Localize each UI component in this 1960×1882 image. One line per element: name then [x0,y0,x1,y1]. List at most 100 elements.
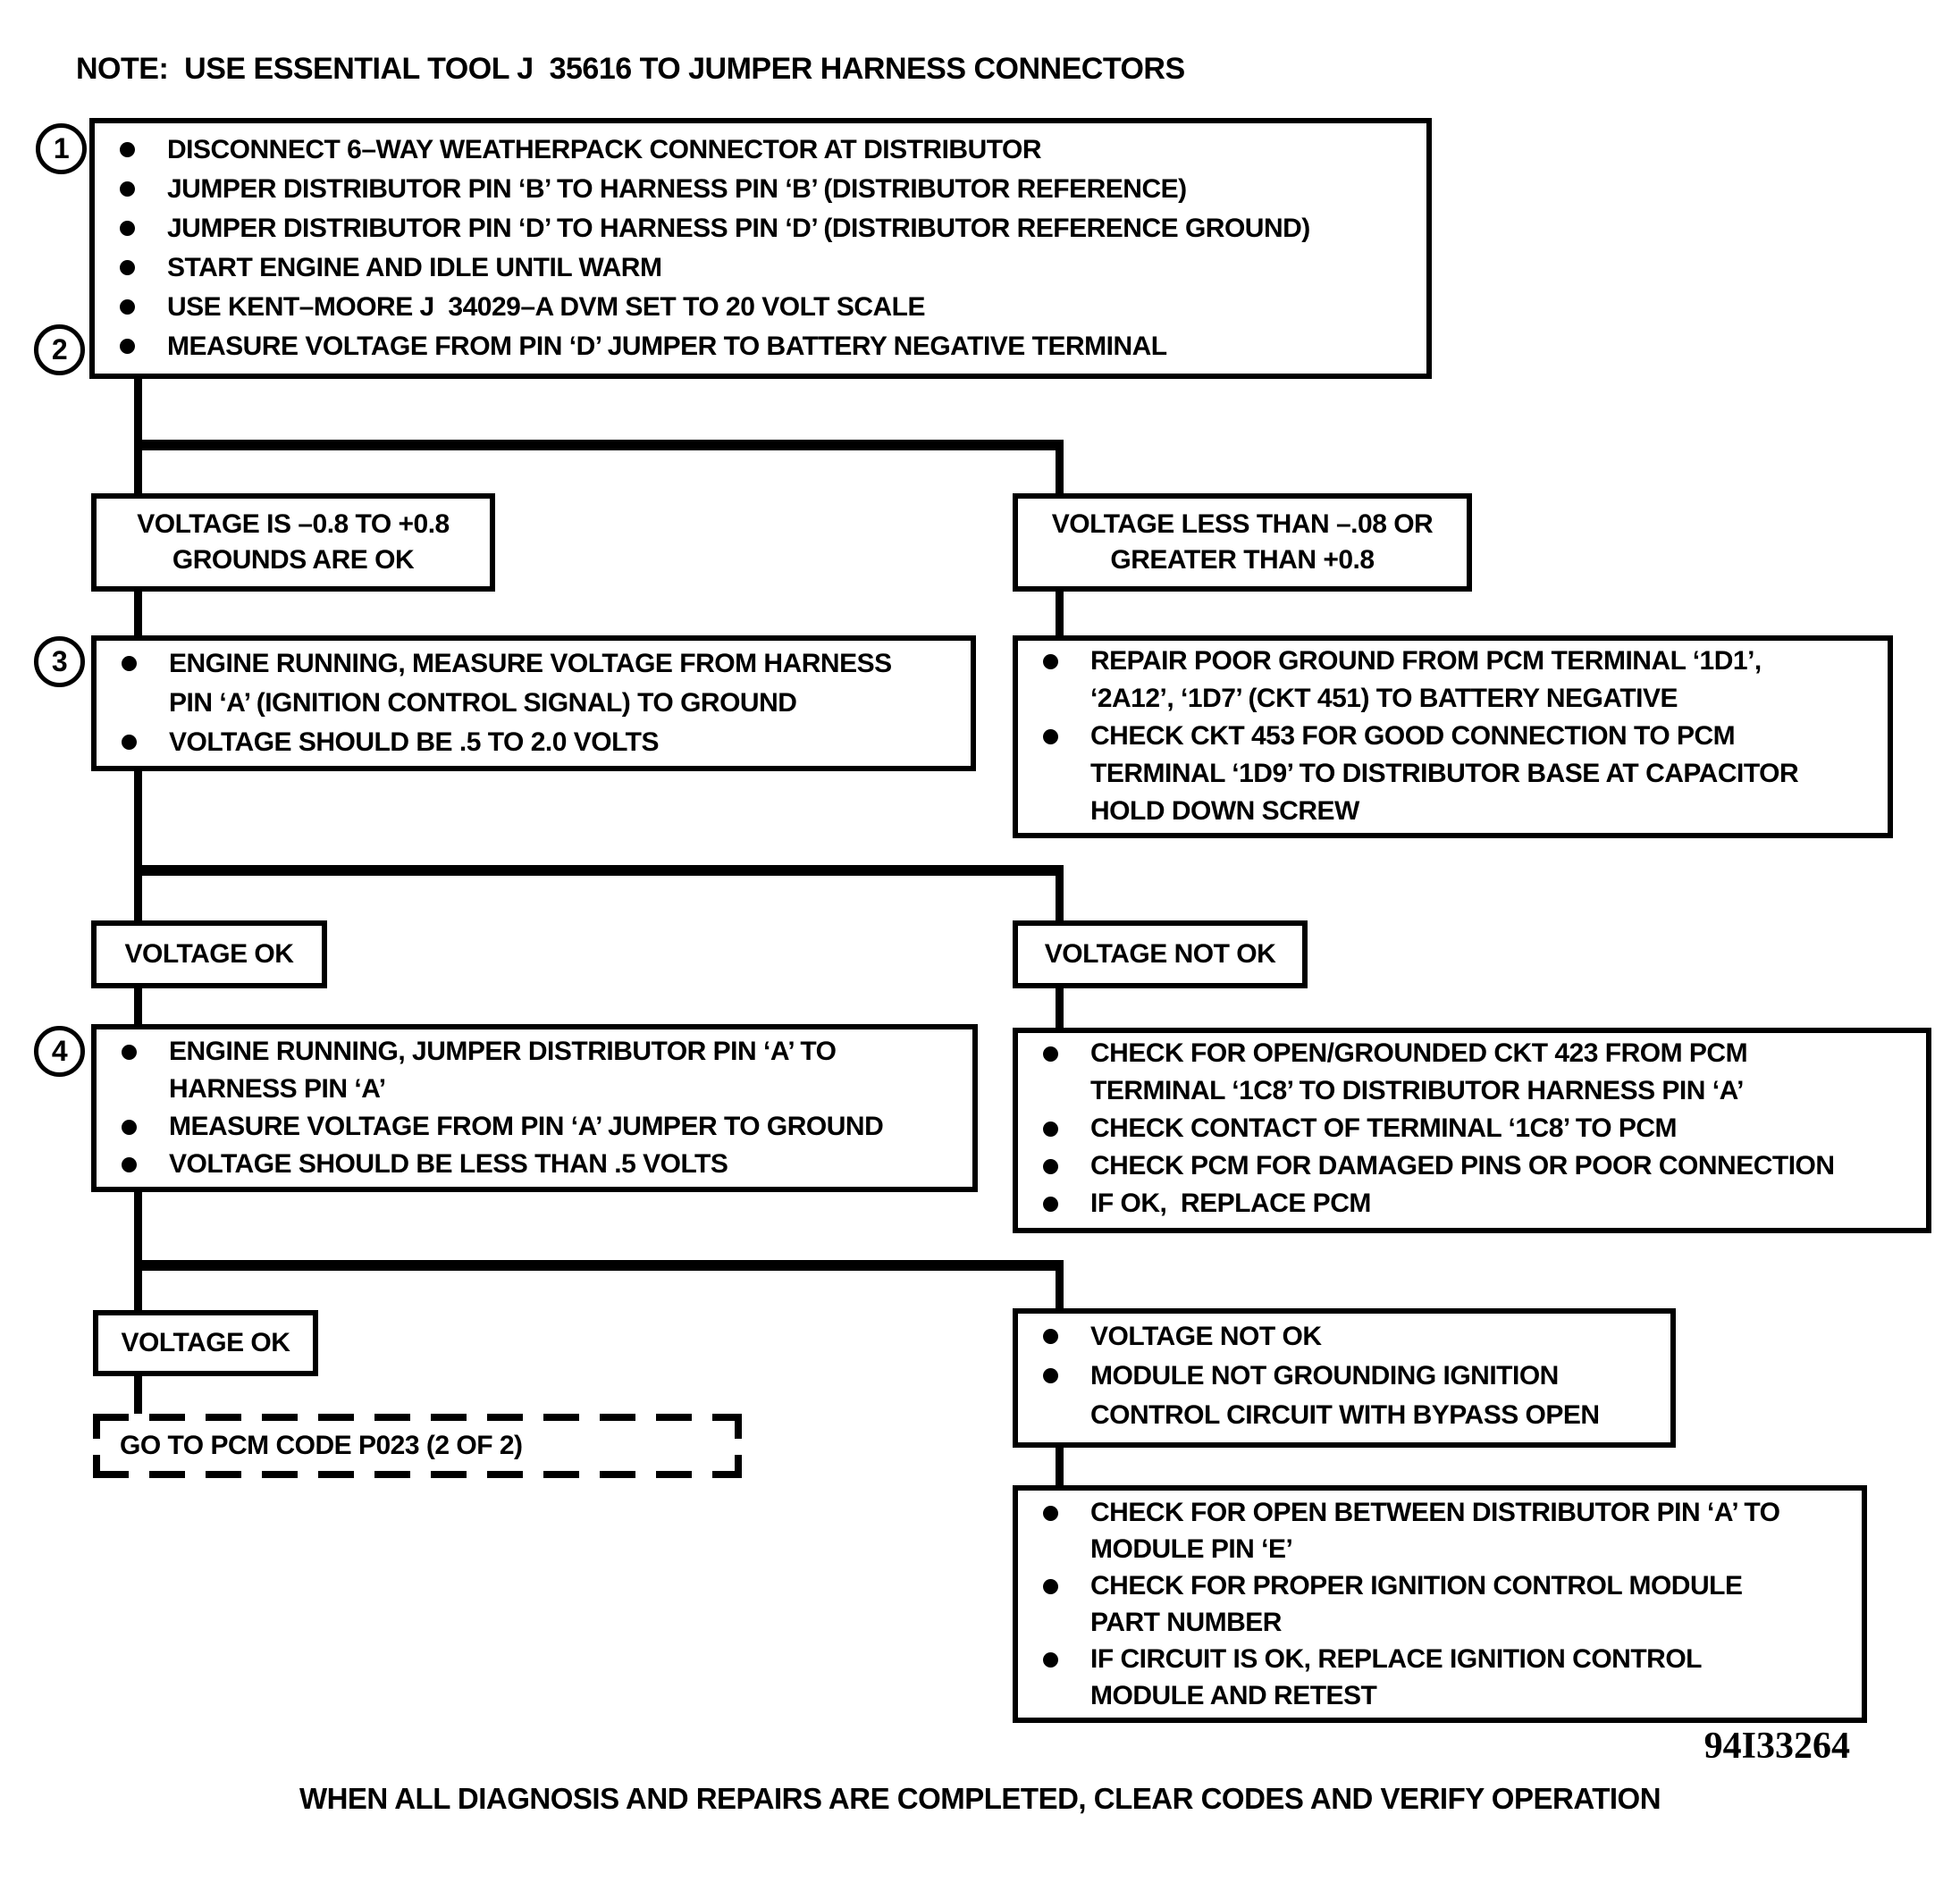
connector-groundsok-to-step3 [134,588,142,639]
bullet-item: USE KENT–MOORE J 34029–A DVM SET TO 20 V… [95,288,1416,327]
bullet-line: TERMINAL ‘1C8’ TO DISTRIBUTOR HARNESS PI… [1090,1076,1744,1105]
bullet-line: START ENGINE AND IDLE UNTIL WARM [167,253,662,282]
bullet-item: CHECK FOR OPEN/GROUNDED CKT 423 FROM PCM… [1018,1035,1915,1110]
step-3-label: 3 [51,645,68,677]
bullet-item: CHECK FOR PROPER IGNITION CONTROL MODULE… [1018,1567,1851,1641]
result-line: GREATER THAN +0.8 [1110,545,1375,575]
bullet-item: ENGINE RUNNING, MEASURE VOLTAGE FROM HAR… [97,644,960,723]
bullet-line: MODULE NOT GROUNDING IGNITION [1090,1361,1559,1390]
step-4-box: ENGINE RUNNING, JUMPER DISTRIBUTOR PIN ‘… [91,1024,978,1192]
bullet-item: CHECK CONTACT OF TERMINAL ‘1C8’ TO PCM [1018,1110,1915,1147]
bullet-line: CHECK FOR OPEN BETWEEN DISTRIBUTOR PIN ‘… [1090,1498,1780,1527]
connector-step4-down [134,1190,142,1267]
bullet-icon [120,221,135,236]
voltage-ok-label: VOLTAGE OK [121,1328,290,1357]
bullet-item: VOLTAGE SHOULD BE LESS THAN .5 VOLTS [97,1146,962,1183]
bullet-item: IF OK, REPLACE PCM [1018,1185,1915,1222]
connector-branch2-right-drop [1056,865,1064,926]
final-check-box: CHECK FOR OPEN BETWEEN DISTRIBUTOR PIN ‘… [1013,1485,1867,1723]
bullet-line: JUMPER DISTRIBUTOR PIN ‘B’ TO HARNESS PI… [167,174,1187,204]
bullet-icon [1043,654,1058,669]
bullet-line: IF CIRCUIT IS OK, REPLACE IGNITION CONTR… [1090,1644,1703,1674]
bullet-icon [122,1045,137,1060]
step-4-badge: 4 [34,1026,85,1077]
voltage-not-ok-box-1: VOLTAGE NOT OK [1013,920,1308,988]
bullet-line: CHECK FOR PROPER IGNITION CONTROL MODULE [1090,1571,1743,1601]
bullet-icon [122,656,137,671]
bullet-item: MEASURE VOLTAGE FROM PIN ‘D’ JUMPER TO B… [95,327,1416,366]
footer-instruction: WHEN ALL DIAGNOSIS AND REPAIRS ARE COMPL… [299,1782,1661,1815]
bullet-line: VOLTAGE SHOULD BE LESS THAN .5 VOLTS [169,1149,728,1179]
bullet-item: DISCONNECT 6–WAY WEATHERPACK CONNECTOR A… [95,130,1416,170]
bullet-line: VOLTAGE SHOULD BE .5 TO 2.0 VOLTS [169,727,660,757]
bullet-line: CHECK PCM FOR DAMAGED PINS OR POOR CONNE… [1090,1151,1835,1180]
bullet-icon [120,181,135,197]
bullet-line: HOLD DOWN SCREW [1090,796,1359,826]
bullet-icon [1043,1046,1058,1062]
connector-notok1-to-check [1056,987,1064,1031]
bullet-line: REPAIR POOR GROUND FROM PCM TERMINAL ‘1D… [1090,646,1762,676]
result-line: GROUNDS ARE OK [172,545,415,575]
step-4-label: 4 [51,1035,68,1067]
bullet-item: VOLTAGE NOT OK [1018,1317,1660,1357]
bullet-icon [1043,1329,1058,1344]
connector-notok2-to-final [1056,1446,1064,1489]
bullet-icon [1043,1579,1058,1594]
bullet-line: IF OK, REPLACE PCM [1090,1189,1371,1218]
connector-voltageok2-to-goto [134,1374,142,1417]
result-box-grounds-ok: VOLTAGE IS –0.8 TO +0.8 GROUNDS ARE OK [91,493,495,592]
bullet-line: CHECK CKT 453 FOR GOOD CONNECTION TO PCM [1090,721,1736,751]
connector-voltageok1-to-step4 [134,987,142,1028]
connector-branch2-horizontal [134,865,1064,876]
bullet-line: HARNESS PIN ‘A’ [169,1074,386,1104]
bullet-item: IF CIRCUIT IS OK, REPLACE IGNITION CONTR… [1018,1641,1851,1714]
bullet-item: ENGINE RUNNING, JUMPER DISTRIBUTOR PIN ‘… [97,1033,962,1108]
bullet-item: REPAIR POOR GROUND FROM PCM TERMINAL ‘1D… [1018,643,1877,718]
voltage-not-ok-box-2: VOLTAGE NOT OK MODULE NOT GROUNDING IGNI… [1013,1308,1676,1448]
connector-step3-down [134,768,142,874]
connector-branch3-horizontal [134,1260,1064,1271]
bullet-icon [120,260,135,275]
check-ckt-box: CHECK FOR OPEN/GROUNDED CKT 423 FROM PCM… [1013,1028,1931,1233]
step-1-label: 1 [53,132,70,164]
connector-branch3-right-drop [1056,1260,1064,1314]
bullet-item: CHECK CKT 453 FOR GOOD CONNECTION TO PCM… [1018,718,1877,830]
bullet-line: MODULE PIN ‘E’ [1090,1534,1293,1564]
bullet-icon [1043,1197,1058,1212]
figure-id: 94I33264 [1703,1726,1850,1767]
bullet-icon [122,735,137,750]
bullet-item: START ENGINE AND IDLE UNTIL WARM [95,248,1416,288]
connector-branch1-right-drop [1056,440,1064,499]
connector-branch1-horizontal [134,440,1064,450]
bullet-icon [1043,1506,1058,1521]
bullet-line: CONTROL CIRCUIT WITH BYPASS OPEN [1090,1400,1600,1430]
step-3-box: ENGINE RUNNING, MEASURE VOLTAGE FROM HAR… [91,635,976,771]
bullet-line: CHECK FOR OPEN/GROUNDED CKT 423 FROM PCM [1090,1038,1748,1068]
connector-step12-down [134,378,142,447]
step-2-label: 2 [51,333,68,365]
step-1-badge: 1 [36,123,87,174]
goto-pcm-code-label: GO TO PCM CODE P023 (2 OF 2) [120,1431,523,1460]
bullet-line: ENGINE RUNNING, MEASURE VOLTAGE FROM HAR… [169,649,892,678]
bullet-icon [120,339,135,354]
bullet-icon [122,1157,137,1172]
bullet-icon [120,299,135,315]
bullet-line: VOLTAGE NOT OK [1090,1322,1322,1351]
repair-ground-box: REPAIR POOR GROUND FROM PCM TERMINAL ‘1D… [1013,635,1893,838]
bullet-item: JUMPER DISTRIBUTOR PIN ‘D’ TO HARNESS PI… [95,209,1416,248]
bullet-line: JUMPER DISTRIBUTOR PIN ‘D’ TO HARNESS PI… [167,214,1310,243]
bullet-icon [1043,1159,1058,1174]
bullet-line: PART NUMBER [1090,1608,1282,1637]
bullet-icon [1043,1368,1058,1383]
bullet-line: USE KENT–MOORE J 34029–A DVM SET TO 20 V… [167,292,926,322]
connector-bad-to-repair [1056,588,1064,639]
bullet-line: CHECK CONTACT OF TERMINAL ‘1C8’ TO PCM [1090,1113,1678,1143]
step-2-badge: 2 [34,324,85,375]
result-box-voltage-out-of-range: VOLTAGE LESS THAN –.08 OR GREATER THAN +… [1013,493,1472,592]
voltage-ok-box-1: VOLTAGE OK [91,920,327,988]
bullet-item: CHECK PCM FOR DAMAGED PINS OR POOR CONNE… [1018,1147,1915,1185]
step-1-2-box: DISCONNECT 6–WAY WEATHERPACK CONNECTOR A… [89,118,1432,379]
bullet-icon [1043,729,1058,744]
voltage-not-ok-label: VOLTAGE NOT OK [1044,939,1276,969]
voltage-ok-label: VOLTAGE OK [124,939,294,969]
